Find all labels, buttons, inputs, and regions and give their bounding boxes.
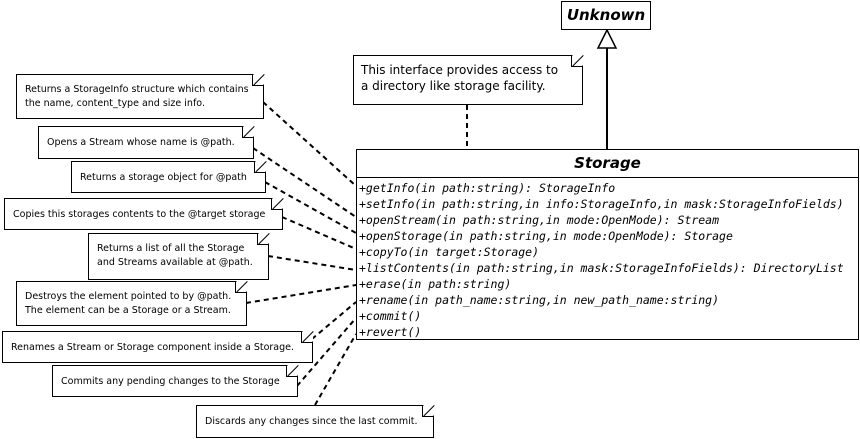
note-connector-openstream [252,147,357,218]
note-commit[interactable]: Commits any pending changes to the Stora… [52,365,298,397]
note-openstream-line1: Opens a Stream whose name is @path. [47,137,235,148]
operation-listcontents[interactable]: +listContents(in path:string,in mask:Sto… [359,261,844,275]
note-erase-line1: Destroys the element pointed to by @path… [25,291,232,302]
operation-commit[interactable]: +commit() [359,309,422,323]
note-openstorage[interactable]: Returns a storage object for @path [71,161,266,193]
generalization-arrowhead [596,28,618,49]
note-connector-commit [296,317,357,387]
storage-class-box[interactable]: Storage +getInfo(in path:string): Storag… [356,149,859,340]
operation-erase[interactable]: +erase(in path:string) [359,277,512,291]
note-openstorage-line1: Returns a storage object for @path [80,172,247,183]
unknown-class-name: Unknown [566,6,646,24]
note-connector-erase [245,284,357,304]
interface-note[interactable]: This interface provides access to a dire… [353,55,583,105]
note-connector-listcontents [267,255,357,271]
note-revert-line1: Discards any changes since the last comm… [205,416,418,427]
unknown-class-box[interactable]: Unknown [561,1,651,30]
note-getinfo[interactable]: Returns a StorageInfo structure which co… [16,74,264,119]
note-rename[interactable]: Renames a Stream or Storage component in… [2,331,313,363]
note-rename-line1: Renames a Stream or Storage component in… [11,342,295,353]
operation-getinfo[interactable]: +getInfo(in path:string): StorageInfo [359,181,616,195]
note-listcontents-line2: and Streams available at @path. [97,257,253,268]
interface-note-line2: a directory like storage facility. [361,79,546,93]
note-connector-revert [314,333,357,406]
operation-revert[interactable]: +revert() [359,325,422,339]
operation-copyto[interactable]: +copyTo(in target:Storage) [359,245,540,259]
operation-openstorage[interactable]: +openStorage(in path:string,in mode:Open… [359,229,733,243]
note-commit-line1: Commits any pending changes to the Stora… [61,376,280,387]
note-revert[interactable]: Discards any changes since the last comm… [196,405,434,438]
operation-rename[interactable]: +rename(in path_name:string,in new_path_… [359,293,720,307]
note-connector-copyto [281,216,357,250]
note-connector-getinfo [262,101,357,187]
interface-note-line1: This interface provides access to [361,63,559,77]
storage-class-name: Storage [357,150,858,178]
storage-operations: +getInfo(in path:string): StorageInfo +s… [357,178,858,340]
note-erase-line2: The element can be a Storage or a Stream… [25,305,231,316]
note-listcontents-line1: Returns a list of all the Storage [97,243,245,254]
note-getinfo-line1: Returns a StorageInfo structure which co… [25,84,249,95]
note-copyto[interactable]: Copies this storages contents to the @ta… [4,198,283,230]
note-getinfo-line2: the name, content_type and size info. [25,98,205,109]
note-openstream[interactable]: Opens a Stream whose name is @path. [38,126,254,159]
note-erase[interactable]: Destroys the element pointed to by @path… [16,281,247,326]
note-listcontents[interactable]: Returns a list of all the Storage and St… [88,233,269,280]
operation-openstream[interactable]: +openStream(in path:string,in mode:OpenM… [359,213,720,227]
operation-setinfo[interactable]: +setInfo(in path:string,in info:StorageI… [359,197,844,211]
note-connector-rename [311,301,357,340]
note-copyto-line1: Copies this storages contents to the @ta… [13,209,266,220]
